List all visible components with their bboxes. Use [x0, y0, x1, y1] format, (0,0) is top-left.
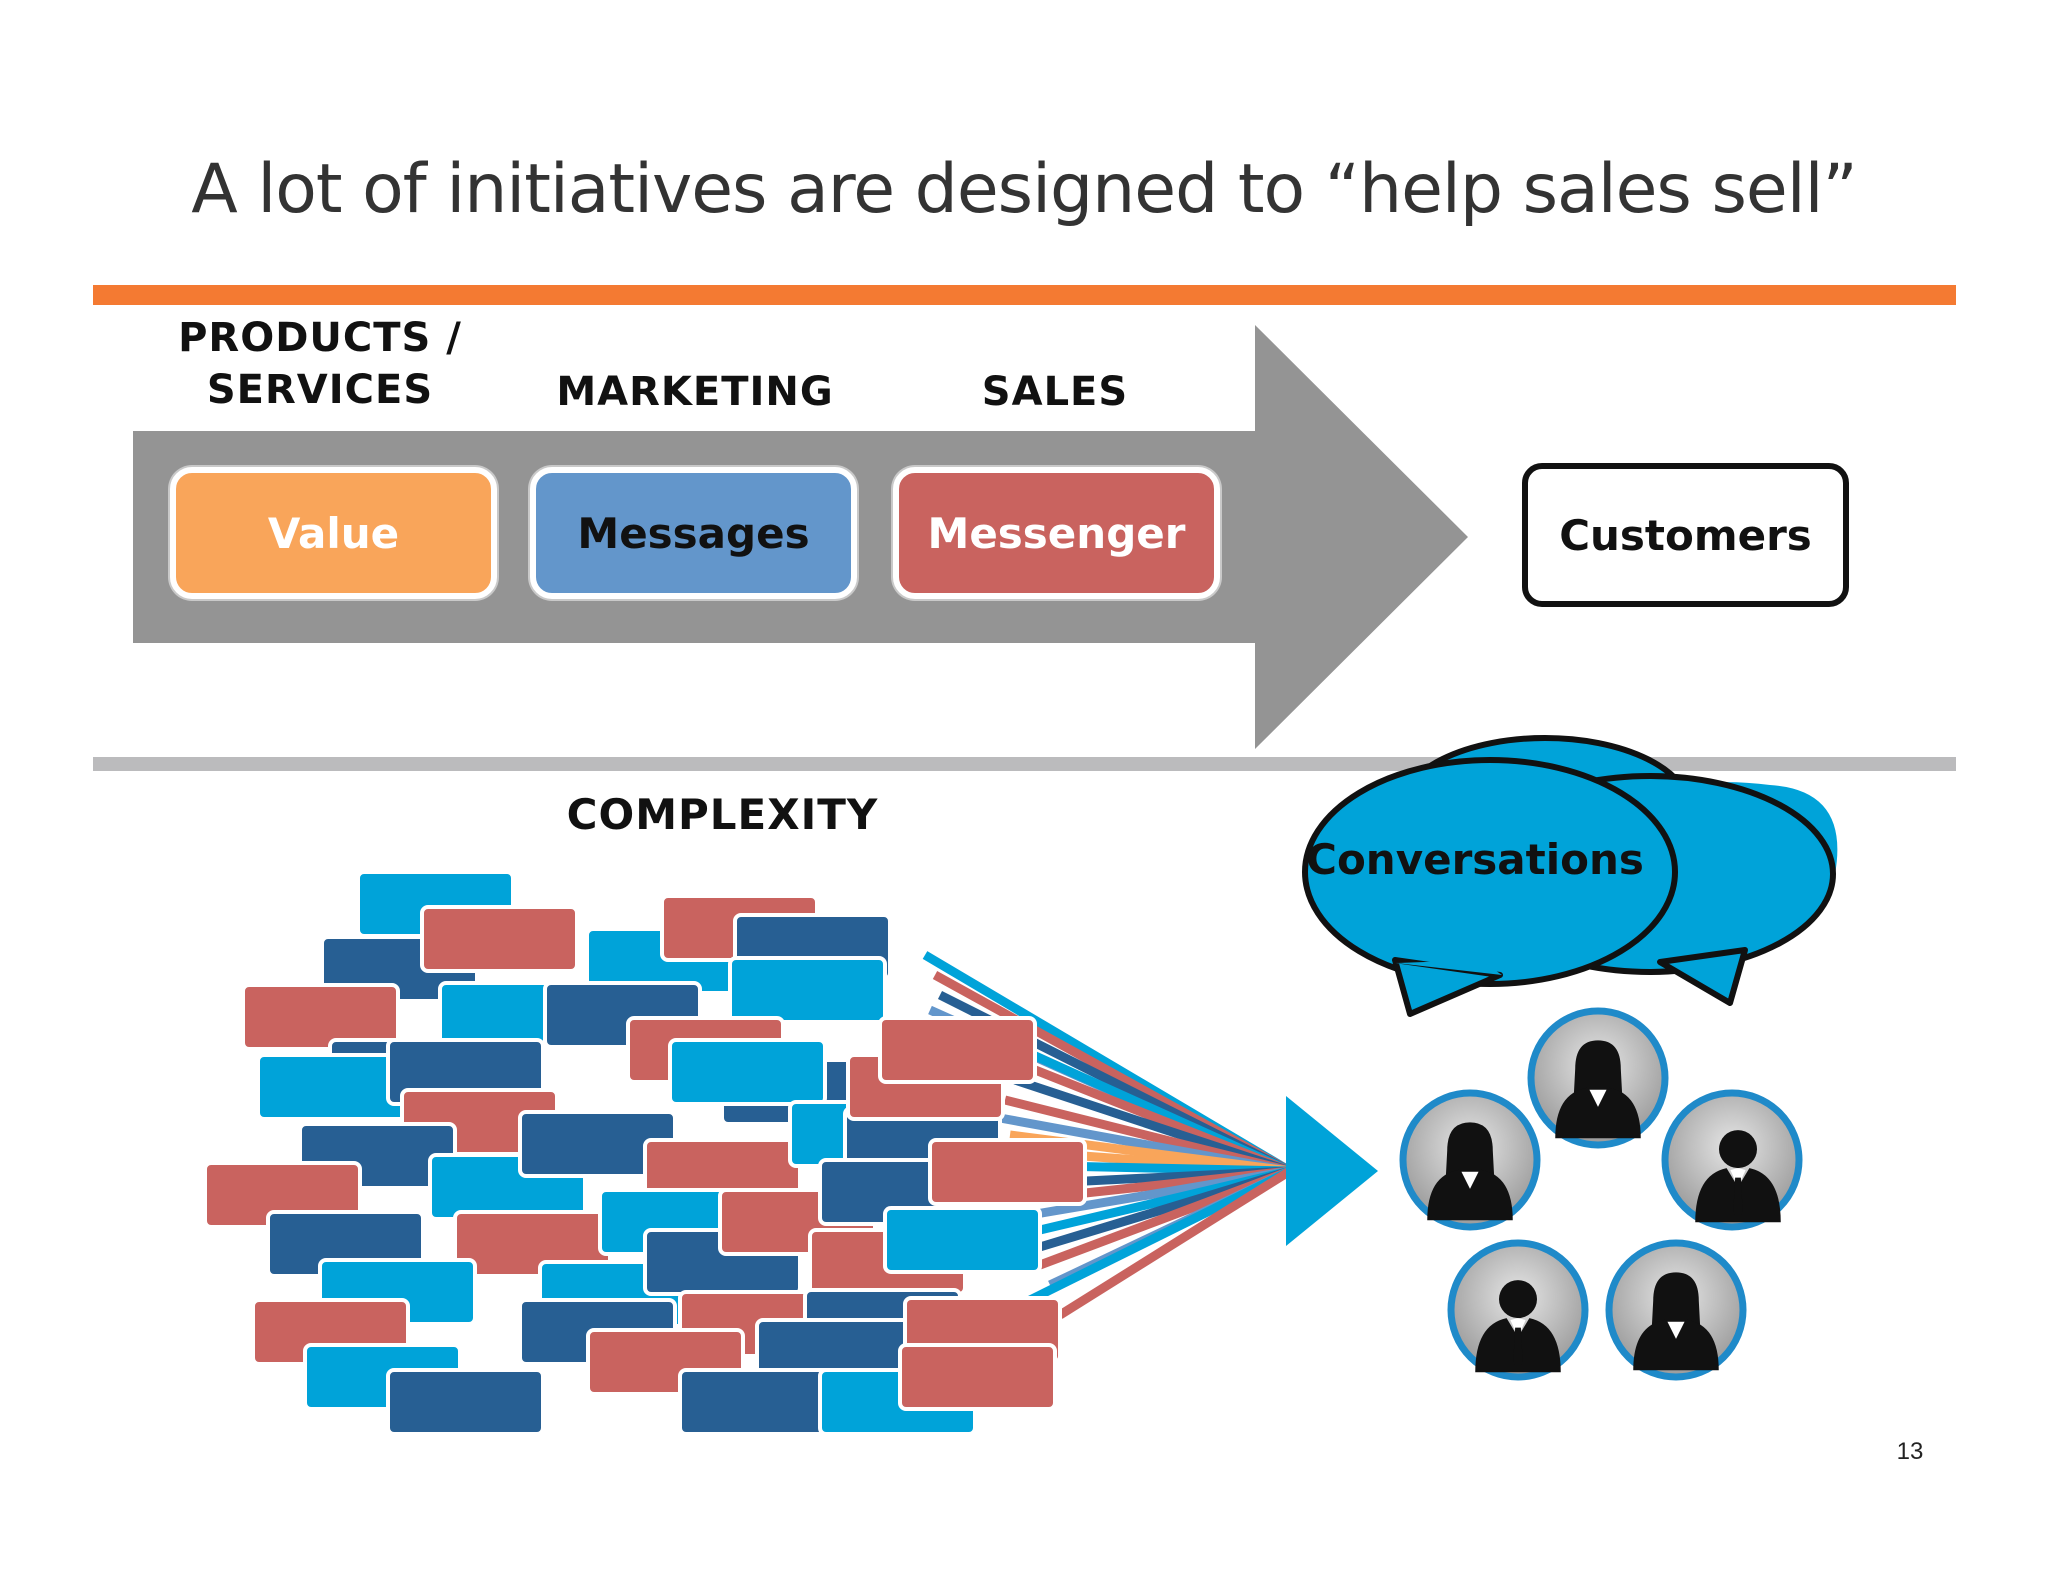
complexity-block — [878, 1016, 1037, 1084]
top-divider — [93, 285, 1956, 305]
complexity-rectangles — [203, 870, 1087, 1436]
complexity-block — [668, 1038, 827, 1106]
complexity-block — [241, 983, 400, 1051]
customers-box: Customers — [1522, 463, 1849, 607]
person-circle — [1399, 1089, 1541, 1231]
complexity-block — [883, 1206, 1042, 1274]
stage-heading-marketing: MARKETING — [556, 369, 834, 415]
slide-title: A lot of initiatives are designed to “he… — [191, 150, 1858, 229]
person-circle — [1527, 1007, 1669, 1149]
page-number: 13 — [1896, 1438, 1924, 1465]
stage-heading-products: PRODUCTS /SERVICES — [150, 312, 490, 416]
person-circle — [1661, 1089, 1803, 1231]
complexity-block — [928, 1138, 1087, 1206]
customers-label: Customers — [1559, 510, 1812, 560]
convergence-line — [1057, 1167, 1293, 1319]
messenger-box: Messenger — [893, 467, 1220, 599]
person-circle — [1447, 1239, 1589, 1381]
complexity-block — [728, 956, 887, 1024]
complexity-block — [898, 1343, 1057, 1411]
stage-heading-sales: SALES — [981, 369, 1129, 415]
convergence-arrowhead — [1286, 1096, 1378, 1246]
messenger-label: Messenger — [927, 508, 1186, 558]
complexity-heading: COMPLEXITY — [566, 790, 879, 839]
messages-box: Messages — [530, 467, 857, 599]
complexity-block — [386, 1368, 545, 1436]
value-label: Value — [267, 508, 400, 558]
convergence-lines — [922, 951, 1293, 1319]
complexity-block — [420, 905, 579, 973]
conversations-label: Conversations — [1306, 835, 1644, 884]
speech-bubble-front — [1302, 757, 1678, 1017]
person-circle — [1605, 1239, 1747, 1381]
convergence-line — [1027, 1166, 1293, 1305]
messages-label: Messages — [577, 508, 810, 558]
stage-heading-text: PRODUCTS /SERVICES — [178, 315, 462, 413]
value-box: Value — [170, 467, 497, 599]
